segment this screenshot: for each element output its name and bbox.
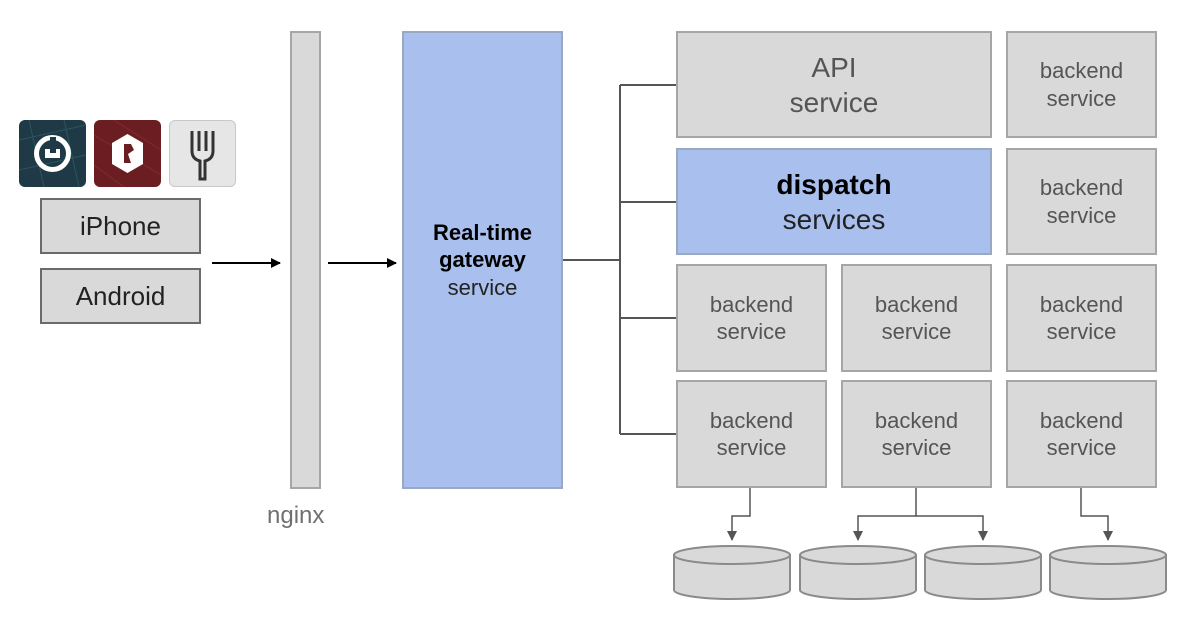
gateway-bus-connector xyxy=(563,84,676,435)
android-label: Android xyxy=(75,280,166,311)
gateway-subtitle: service xyxy=(447,274,518,300)
backend-service-box: backend service xyxy=(1006,31,1157,138)
service-label: service xyxy=(1046,319,1117,344)
iphone-box: iPhone xyxy=(40,198,201,254)
gateway-title-line1: Real-time xyxy=(432,219,533,245)
service-label: service xyxy=(716,435,787,460)
service-label: service xyxy=(1046,202,1117,228)
backend-label: backend xyxy=(1039,407,1124,433)
backend-service-box: backend service xyxy=(841,264,992,372)
service-label: service xyxy=(1046,85,1117,111)
backend-to-db-connectors xyxy=(727,488,1113,541)
gateway-box: Real-time gateway service xyxy=(402,31,563,489)
backend-label: backend xyxy=(874,407,959,433)
fork-icon xyxy=(169,120,236,187)
api-label: API xyxy=(811,51,857,83)
nginx-bar xyxy=(290,31,321,489)
service-label: service xyxy=(716,319,787,344)
uber-icon xyxy=(18,119,87,188)
backend-service-box: backend service xyxy=(676,380,827,488)
database-4 xyxy=(1049,545,1167,600)
backend-label: backend xyxy=(709,291,794,317)
backend-label: backend xyxy=(709,407,794,433)
nginx-label: nginx xyxy=(267,502,325,529)
dispatch-label: dispatch xyxy=(776,168,892,200)
backend-service-box: backend service xyxy=(676,264,827,372)
database-3 xyxy=(924,545,1042,600)
api-service-box: API service xyxy=(676,31,992,138)
backend-label: backend xyxy=(1039,175,1124,200)
api-service-label: service xyxy=(789,86,879,118)
ubereats-icon xyxy=(93,119,162,188)
backend-service-box: backend service xyxy=(1006,380,1157,488)
android-box: Android xyxy=(40,268,201,324)
backend-service-box: backend service xyxy=(1006,148,1157,255)
backend-label: backend xyxy=(1039,291,1124,317)
dispatch-services-box: dispatch services xyxy=(676,148,992,255)
backend-label: backend xyxy=(874,291,959,317)
service-label: service xyxy=(881,435,952,460)
backend-service-box: backend service xyxy=(1006,264,1157,372)
gateway-title-line2: gateway xyxy=(439,247,526,273)
iphone-label: iPhone xyxy=(80,210,161,241)
backend-service-box: backend service xyxy=(841,380,992,488)
backend-label: backend xyxy=(1039,58,1124,83)
dispatch-services-label: services xyxy=(782,203,886,235)
service-label: service xyxy=(1046,435,1117,460)
database-2 xyxy=(799,545,917,600)
database-1 xyxy=(673,545,791,600)
service-label: service xyxy=(881,319,952,344)
